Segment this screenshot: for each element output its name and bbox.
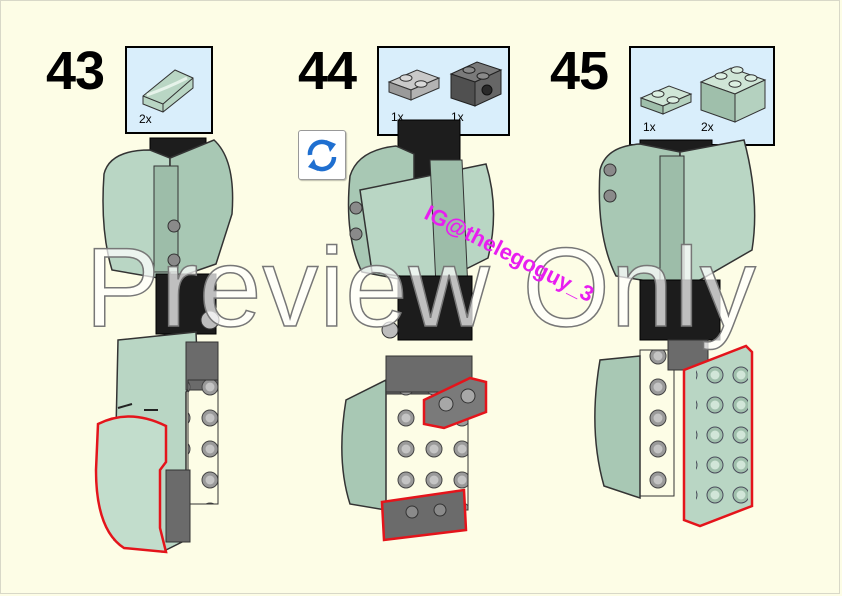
model-step-45: [594, 139, 756, 528]
step-number-43: 43: [46, 41, 105, 101]
rotate-arrows-icon: [307, 139, 337, 172]
plate-and-brick-icons: [639, 66, 767, 123]
curved-slope-part-icon: [142, 69, 194, 113]
preview-watermark: Preview Only: [84, 225, 757, 350]
parts-list-step-43: 2x: [125, 46, 213, 134]
qty-label: 1x: [643, 120, 656, 134]
qty-label: 2x: [139, 112, 152, 126]
model-step-44: [341, 119, 495, 542]
step-number-45: 45: [550, 41, 609, 101]
plate-and-technic-brick-icons: [387, 61, 503, 107]
model-step-43: [94, 137, 234, 554]
rotate-model-icon: [298, 130, 346, 180]
step-number-44: 44: [298, 41, 357, 101]
qty-label: 2x: [701, 120, 714, 134]
